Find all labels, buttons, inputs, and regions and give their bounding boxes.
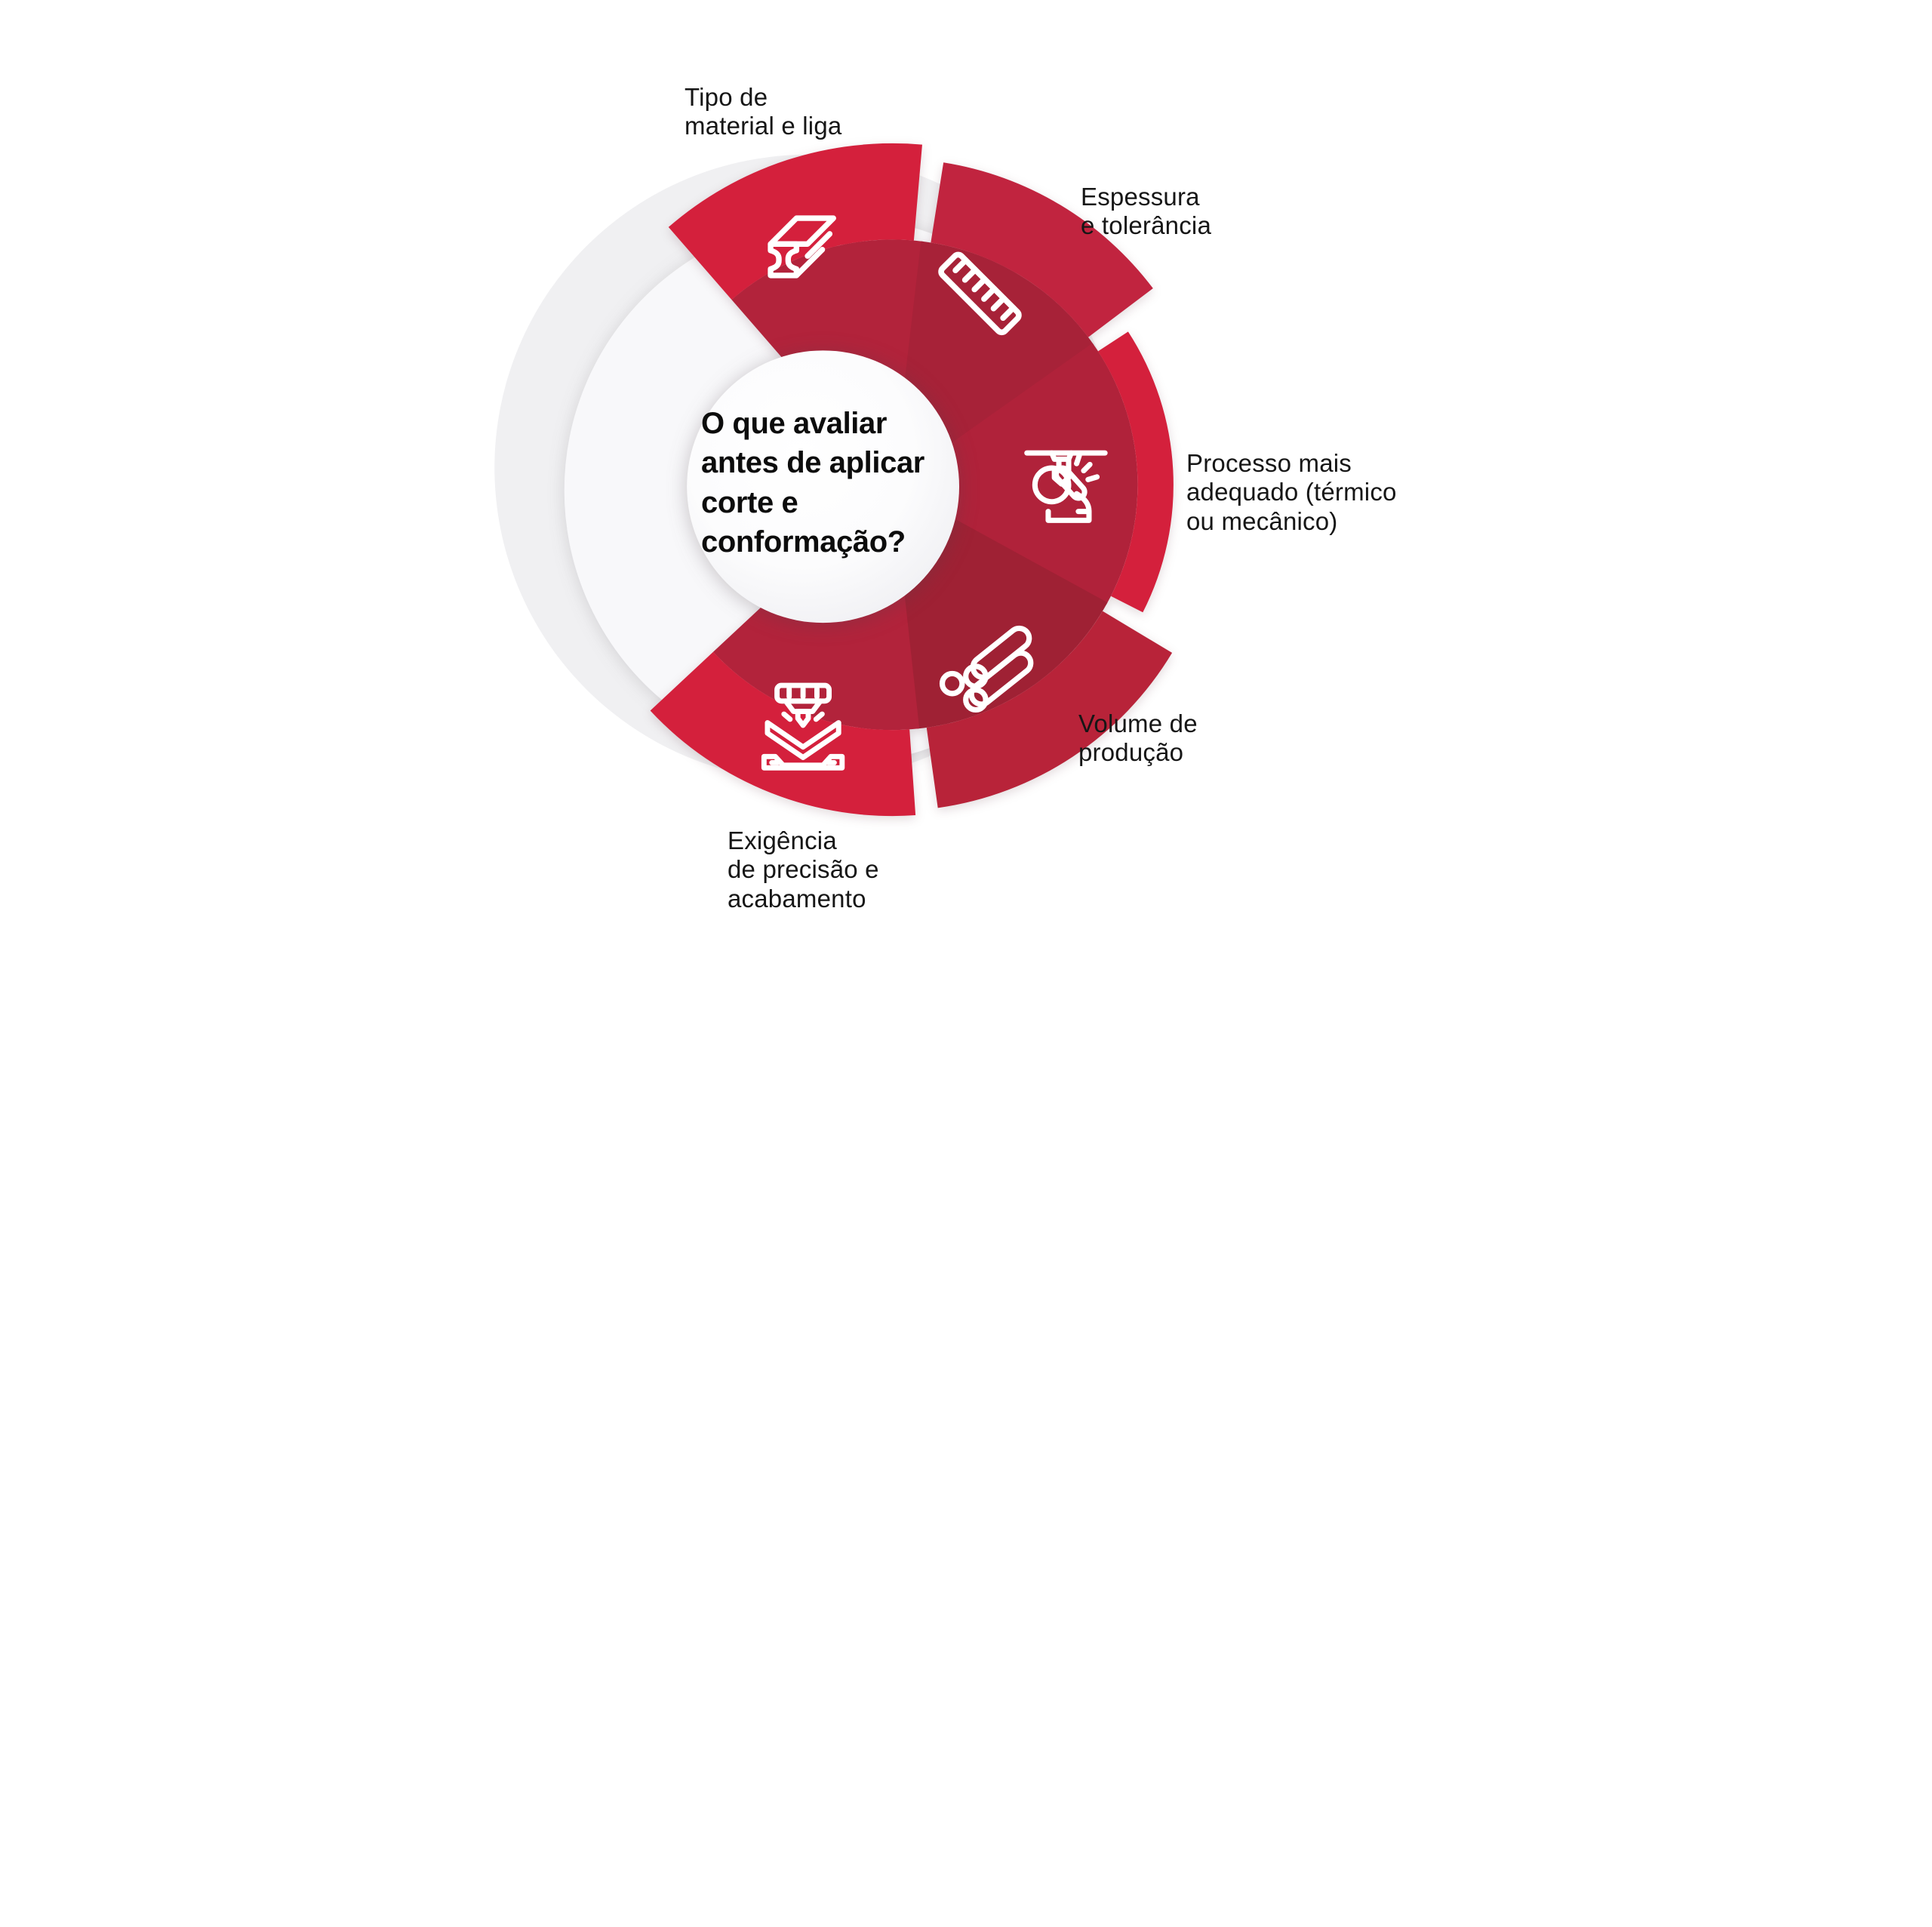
segment-label-tipo: Tipo de material e liga (685, 83, 841, 141)
infographic-canvas: O que avaliar antes de aplicar corte e c… (483, 0, 1449, 963)
title-line: conformação? (701, 525, 906, 559)
segment-icons (761, 215, 1108, 771)
label-line: Espessura (1081, 183, 1200, 211)
title-line: antes de aplicar (701, 446, 924, 480)
label-line: Volume de (1078, 710, 1198, 737)
segment-label-processo: Processo mais adequado (térmico ou mecân… (1186, 449, 1397, 536)
label-line: ou mecânico) (1186, 506, 1338, 535)
label-line: material e liga (685, 112, 842, 140)
pipes-icon (939, 625, 1034, 713)
segment-label-espessura: Espessura e tolerância (1081, 183, 1211, 241)
segment-label-exigencia: Exigência de precisão e acabamento (728, 827, 879, 913)
steel-beam-icon (768, 215, 836, 279)
segment-label-volume: Volume de produção (1078, 710, 1198, 768)
wedge-inner-zone-espessura (900, 241, 1094, 448)
title-line: O que avaliar (701, 407, 888, 440)
label-line: Processo mais (1186, 449, 1352, 477)
label-line: e tolerância (1081, 211, 1212, 240)
center-circle (687, 350, 960, 623)
label-line: adequado (térmico (1186, 478, 1397, 506)
label-line: Exigência (728, 827, 837, 854)
ruler-icon (938, 251, 1022, 336)
wedge-outer-zone-processo (1097, 331, 1174, 613)
donut-diagram (494, 143, 1174, 817)
label-line: produção (1078, 738, 1184, 767)
cutting-torch-icon (1024, 450, 1108, 523)
wedge-outer-zone-volume (926, 611, 1173, 808)
center-question-title: O que avaliar antes de aplicar corte e c… (701, 404, 924, 562)
segment-wedge-espessura (900, 162, 1153, 448)
label-line: Tipo de (685, 83, 768, 111)
press-brake-icon (761, 682, 845, 771)
label-line: acabamento (728, 884, 866, 913)
title-line: corte e (701, 485, 798, 519)
label-line: de precisão e (728, 855, 879, 884)
wedge-outer-zone-espessura (931, 162, 1153, 337)
